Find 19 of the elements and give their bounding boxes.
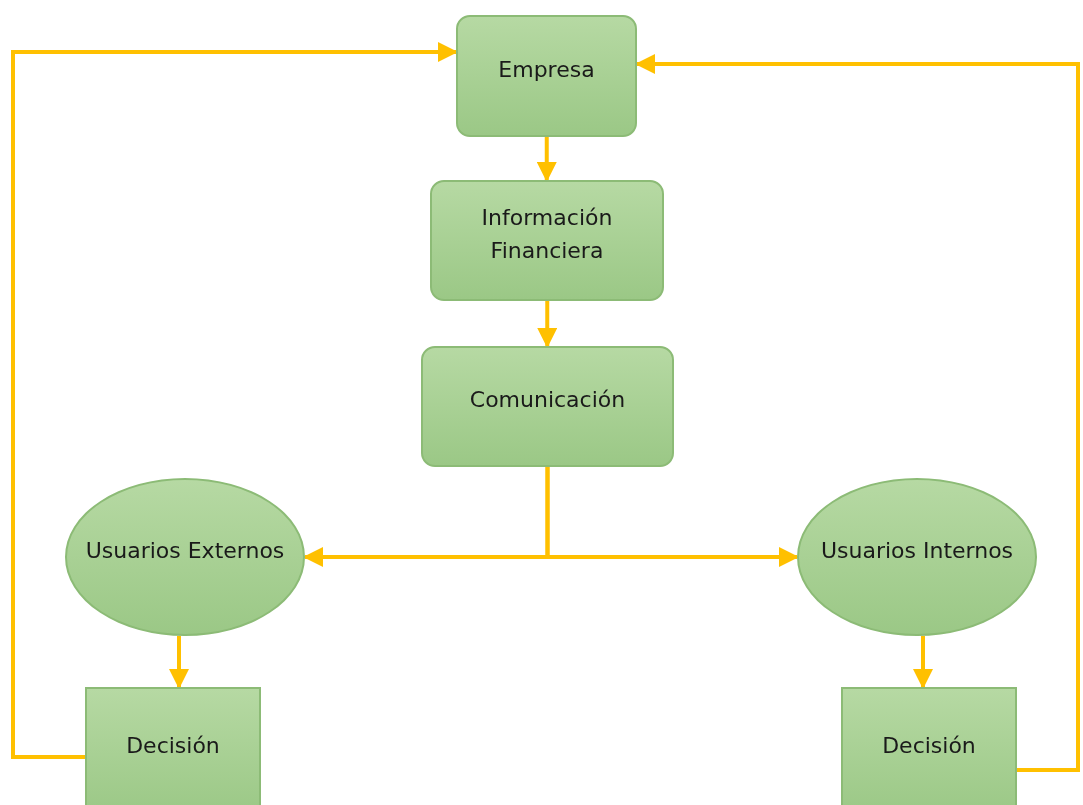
node-label: Empresa xyxy=(498,55,595,84)
node-label: Decisión xyxy=(126,731,220,760)
node-label: Decisión xyxy=(882,731,976,760)
node-label: Usuarios Externos xyxy=(85,536,285,565)
process-box xyxy=(421,346,674,467)
arrow xyxy=(545,467,799,567)
node-label: Comunicación xyxy=(469,386,626,414)
arrow xyxy=(537,301,558,348)
arrow xyxy=(11,42,458,759)
arrow xyxy=(169,636,189,689)
arrow xyxy=(635,54,1080,772)
decision-box xyxy=(841,687,1017,805)
decision-box xyxy=(85,687,261,805)
node-label: Usuarios Internos xyxy=(820,536,1014,565)
node-label: Información Financiera xyxy=(480,203,614,265)
arrow xyxy=(536,137,557,182)
process-box xyxy=(456,15,637,137)
arrow xyxy=(913,636,933,689)
process-box xyxy=(430,180,664,301)
